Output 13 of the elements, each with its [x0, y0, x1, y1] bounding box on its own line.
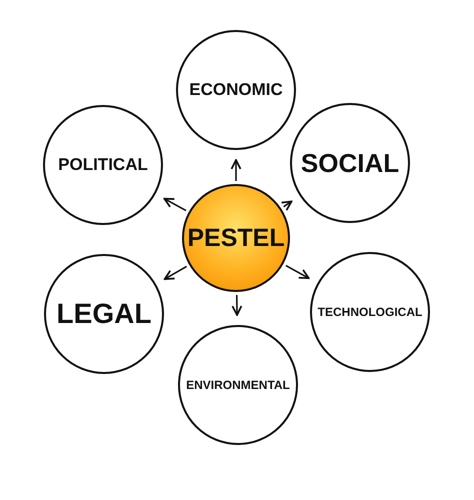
category-label: LEGAL	[56, 298, 152, 330]
category-label: ECONOMIC	[189, 80, 283, 100]
category-label: SOCIAL	[300, 148, 400, 178]
arrow	[163, 198, 186, 212]
arrow	[164, 266, 187, 280]
arrow	[280, 200, 292, 212]
category-label: POLITICAL	[58, 155, 148, 175]
category-label: TECHNOLOGICAL	[318, 305, 422, 319]
category-label: ENVIRONMENTAL	[186, 378, 290, 392]
arrow	[232, 294, 242, 316]
category-label: PESTEL	[187, 224, 285, 252]
arrow	[230, 159, 242, 181]
arrow	[286, 264, 310, 280]
